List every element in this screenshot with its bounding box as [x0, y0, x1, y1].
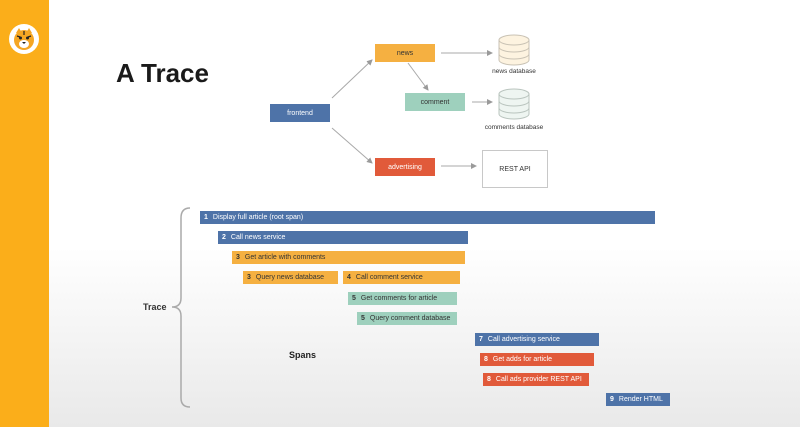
- span-bar: 1 Display full article (root span): [200, 211, 655, 224]
- span-number: 5: [352, 295, 356, 302]
- spans-label: Spans: [289, 350, 317, 360]
- span-label: Get adds for article: [492, 356, 553, 363]
- span-label: Call news service: [230, 234, 286, 241]
- news-database-icon: [498, 34, 530, 66]
- span-number: 9: [610, 396, 614, 403]
- span-number: 3: [236, 254, 240, 261]
- news-database-label: news database: [492, 68, 536, 75]
- span-bar: 8 Get adds for article: [480, 353, 594, 366]
- span-number: 7: [479, 336, 483, 343]
- span-bar: 2 Call news service: [218, 231, 468, 244]
- span-bar: 7 Call advertising service: [475, 333, 599, 346]
- span-label: Render HTML: [618, 396, 663, 403]
- comments-database-label: comments database: [484, 124, 544, 131]
- frontend-node: frontend: [270, 104, 330, 122]
- span-label: Call advertising service: [487, 336, 560, 343]
- span-label: Query comment database: [369, 315, 451, 322]
- span-label: Get article with comments: [244, 254, 326, 261]
- comments-database-icon: [498, 88, 530, 120]
- span-number: 3: [247, 274, 251, 281]
- page-title: A Trace: [116, 58, 209, 88]
- span-number: 1: [204, 214, 208, 221]
- span-number: 5: [361, 315, 365, 322]
- span-bar: 8 Call ads provider REST API: [483, 373, 589, 386]
- span-bar: 5 Get comments for article: [348, 292, 457, 305]
- span-number: 8: [487, 376, 491, 383]
- span-label: Call comment service: [355, 274, 423, 281]
- span-number: 4: [347, 274, 351, 281]
- span-bar: 9 Render HTML: [606, 393, 670, 406]
- span-label: Query news database: [255, 274, 325, 281]
- rest-api-box: REST API: [482, 150, 548, 188]
- comment-node: comment: [405, 93, 465, 111]
- span-label: Get comments for article: [360, 295, 438, 302]
- news-node: news: [375, 44, 435, 62]
- span-label: Display full article (root span): [212, 214, 304, 221]
- span-label: Call ads provider REST API: [495, 376, 582, 383]
- span-bar: 3 Query news database: [243, 271, 338, 284]
- span-bar: 5 Query comment database: [357, 312, 457, 325]
- sidebar: [0, 0, 49, 427]
- span-number: 2: [222, 234, 226, 241]
- tiger-logo-icon: [9, 24, 39, 54]
- span-bar: 4 Call comment service: [343, 271, 460, 284]
- trace-label: Trace: [143, 302, 167, 312]
- span-number: 8: [484, 356, 488, 363]
- advertising-node: advertising: [375, 158, 435, 176]
- span-bar: 3 Get article with comments: [232, 251, 465, 264]
